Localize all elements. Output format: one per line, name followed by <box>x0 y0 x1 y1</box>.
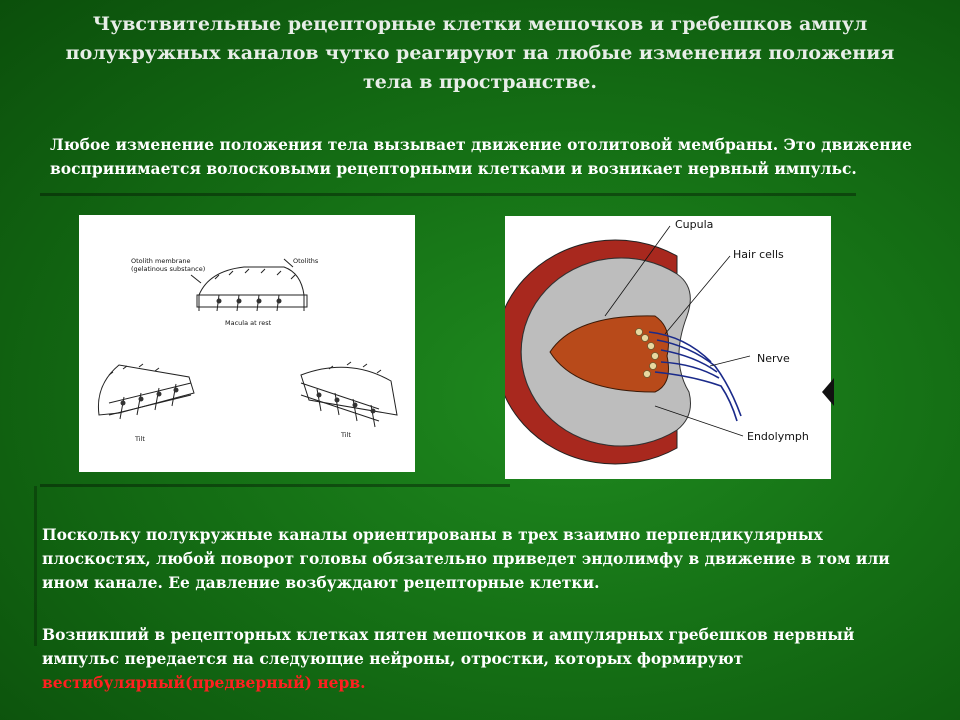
triangle-arrow-icon <box>822 378 834 406</box>
label-nerve: Nerve <box>757 352 790 365</box>
label-tilt-left: Tilt <box>134 435 145 443</box>
label-endolymph: Endolymph <box>747 430 809 443</box>
slide-title: Чувствительные рецепторные клетки мешочк… <box>65 13 895 93</box>
label-hair-cells: Hair cells <box>733 248 784 261</box>
vestibular-nerve-highlight: вестибулярный(предверный) нерв. <box>42 673 366 692</box>
divider-vertical <box>34 486 37 646</box>
divider-top <box>40 193 856 196</box>
paragraph-canals: Поскольку полукружные каналы ориентирова… <box>42 525 890 592</box>
macula-diagram: Otolith membrane (gelatinous substance) … <box>97 257 398 443</box>
label-otolith-membrane: Otolith membrane <box>131 257 191 265</box>
divider-middle <box>40 484 510 487</box>
label-gelatinous: (gelatinous substance) <box>131 265 205 273</box>
label-otoliths: Otoliths <box>293 257 319 265</box>
paragraph-otolith: Любое изменение положения тела вызывает … <box>50 135 912 178</box>
label-cupula: Cupula <box>675 218 713 231</box>
label-macula-rest: Macula at rest <box>225 319 272 327</box>
ampulla-diagram: Cupula Hair cells Nerve Endolymph <box>505 218 809 465</box>
paragraph-nerve-main: Возникший в рецепторных клетках пятен ме… <box>42 625 855 668</box>
macula-figure: Otolith membrane (gelatinous substance) … <box>79 215 415 472</box>
label-tilt-right: Tilt <box>340 431 351 439</box>
paragraph-nerve: Возникший в рецепторных клетках пятен ме… <box>42 623 922 695</box>
ampulla-figure: Cupula Hair cells Nerve Endolymph <box>505 216 831 479</box>
